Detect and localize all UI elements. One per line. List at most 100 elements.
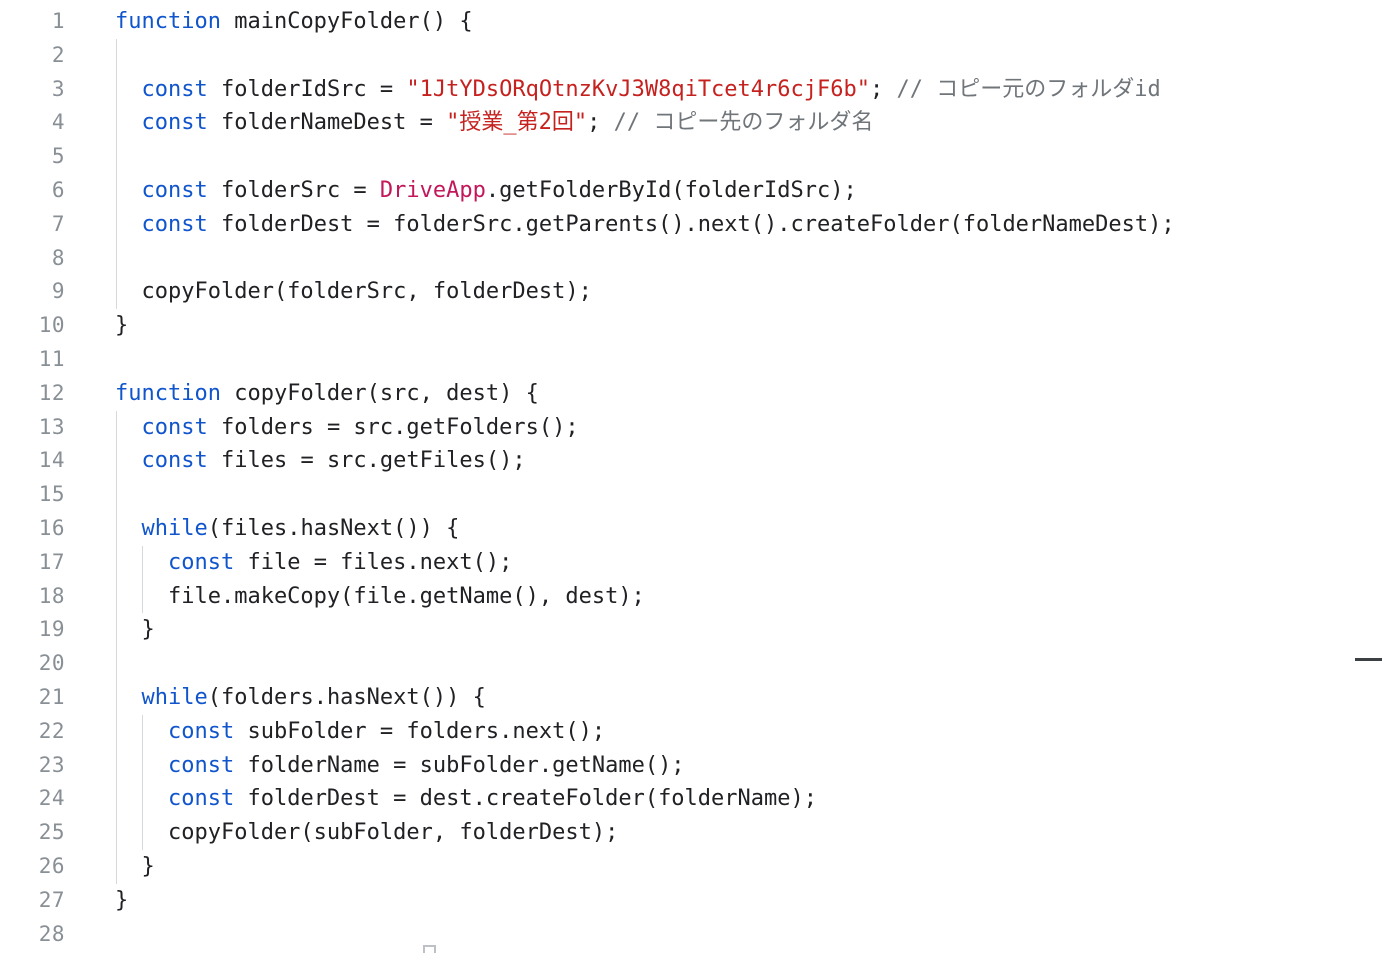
token-plain: } (115, 853, 155, 879)
line-number[interactable]: 26 (38, 853, 65, 878)
token-plain: copyFolder(folderSrc, folderDest); (115, 279, 592, 305)
token-plain: ; (587, 110, 614, 136)
code-text: const file = files.next(); (115, 546, 512, 580)
line-number[interactable]: 6 (51, 177, 65, 202)
code-line[interactable]: 10} (0, 309, 1382, 343)
line-number[interactable]: 13 (38, 414, 65, 439)
code-line[interactable]: 18 file.makeCopy(file.getName(), dest); (0, 579, 1382, 614)
indent-guide-line (115, 444, 117, 479)
code-line[interactable]: 3 const folderIdSrc = "1JtYDsORqOtnzKvJ3… (0, 72, 1382, 107)
line-number[interactable]: 17 (38, 549, 65, 574)
indent-guide-line (115, 72, 117, 107)
indent-guide-line (115, 782, 117, 817)
line-number[interactable]: 14 (38, 448, 65, 473)
indent-guide-line (115, 275, 117, 310)
code-line[interactable]: 19 } (0, 613, 1382, 648)
token-plain: (folders.hasNext()) { (207, 684, 486, 710)
line-number[interactable]: 5 (51, 144, 65, 169)
token-plain: ; (870, 76, 897, 102)
token-plain (115, 550, 168, 575)
line-number[interactable]: 4 (51, 110, 65, 135)
token-string: "授業_第2回" (446, 110, 588, 136)
token-plain: } (115, 313, 129, 339)
code-text: copyFolder(folderSrc, folderDest); (115, 275, 592, 309)
code-line[interactable]: 13 const folders = src.getFolders(); (0, 410, 1382, 445)
line-number[interactable]: 27 (38, 887, 65, 912)
line-number[interactable]: 11 (38, 346, 65, 371)
code-line[interactable]: 1 function mainCopyFolder() { (0, 5, 1382, 39)
code-line[interactable]: 21 while(folders.hasNext()) { (0, 680, 1382, 715)
token-keyword: const (141, 177, 208, 203)
code-line[interactable]: 26 } (0, 849, 1382, 884)
indent-guide-line (141, 579, 143, 614)
line-number[interactable]: 22 (38, 718, 65, 743)
line-number[interactable]: 16 (38, 515, 65, 540)
token-plain (115, 415, 142, 440)
line-number[interactable]: 10 (38, 313, 65, 338)
line-number[interactable]: 12 (38, 380, 65, 405)
token-keyword: function (115, 9, 221, 34)
line-number[interactable]: 20 (38, 651, 65, 676)
token-plain (115, 448, 142, 473)
line-number[interactable]: 28 (38, 921, 65, 946)
line-number[interactable]: 19 (38, 617, 65, 642)
code-line[interactable]: 17 const file = files.next(); (0, 545, 1382, 580)
line-number[interactable]: 21 (38, 684, 65, 709)
overview-ruler-marker[interactable] (1355, 658, 1382, 661)
token-plain (115, 110, 142, 135)
code-line[interactable]: 5 (0, 140, 1382, 174)
code-line[interactable]: 2 (0, 38, 1382, 73)
token-keyword: const (141, 414, 208, 440)
code-line[interactable]: 11 (0, 343, 1382, 377)
code-line[interactable]: 6 const folderSrc = DriveApp.getFolderBy… (0, 173, 1382, 208)
token-plain (115, 516, 142, 541)
token-plain: copyFolder(subFolder, folderDest); (115, 820, 619, 846)
code-line[interactable]: 9 copyFolder(folderSrc, folderDest); (0, 275, 1382, 310)
code-text: const folders = src.getFolders(); (115, 411, 579, 445)
line-number[interactable]: 9 (51, 279, 65, 304)
code-text: const folderName = subFolder.getName(); (115, 749, 685, 783)
indent-guide-line (115, 38, 117, 73)
code-line[interactable]: 16 while(files.hasNext()) { (0, 511, 1382, 546)
code-line[interactable]: 28 (0, 918, 1382, 952)
code-line[interactable]: 20 (0, 647, 1382, 681)
token-keyword: const (141, 110, 208, 136)
code-text: function mainCopyFolder() { (115, 5, 473, 39)
line-number[interactable]: 15 (38, 482, 65, 507)
line-number[interactable]: 2 (51, 42, 65, 67)
indent-guide-line (141, 748, 143, 783)
code-line[interactable]: 27} (0, 884, 1382, 918)
line-number[interactable]: 24 (38, 786, 65, 811)
code-line[interactable]: 8 (0, 241, 1382, 276)
code-line[interactable]: 24 const folderDest = dest.createFolder(… (0, 782, 1382, 817)
code-line[interactable]: 15 (0, 478, 1382, 512)
indent-guide-line (115, 613, 117, 648)
indent-guide-line (115, 410, 117, 445)
code-text: file.makeCopy(file.getName(), dest); (115, 580, 645, 614)
code-line[interactable]: 7 const folderDest = folderSrc.getParent… (0, 207, 1382, 242)
token-plain: (files.hasNext()) { (207, 515, 460, 541)
line-number[interactable]: 23 (38, 752, 65, 777)
indent-guide-line (115, 511, 117, 546)
code-text: } (115, 884, 128, 918)
code-line[interactable]: 25 copyFolder(subFolder, folderDest); (0, 816, 1382, 850)
line-number[interactable]: 25 (38, 820, 65, 845)
indent-guide-line (115, 748, 117, 783)
line-number[interactable]: 18 (38, 583, 65, 608)
line-number[interactable]: 3 (51, 76, 65, 101)
token-comment: // コピー先のフォルダ名 (613, 110, 874, 136)
code-line[interactable]: 14 const files = src.getFiles(); (0, 444, 1382, 479)
code-line[interactable]: 4 const folderNameDest = "授業_第2回"; // コピ… (0, 106, 1382, 141)
line-number[interactable]: 7 (51, 211, 65, 236)
line-number[interactable]: 1 (51, 9, 65, 33)
token-plain: copyFolder(src, dest) { (220, 380, 539, 406)
indent-guide-line (115, 849, 117, 884)
code-line[interactable]: 22 const subFolder = folders.next(); (0, 714, 1382, 749)
line-number[interactable]: 8 (51, 245, 65, 270)
token-keyword: const (167, 752, 235, 778)
code-text: const files = src.getFiles(); (115, 444, 526, 478)
code-line[interactable]: 23 const folderName = subFolder.getName(… (0, 748, 1382, 783)
